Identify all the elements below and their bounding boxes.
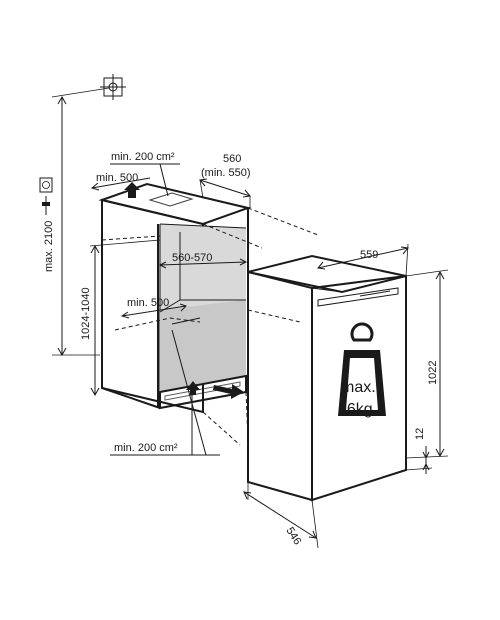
inner-depth-dimension: min. 500 bbox=[120, 297, 187, 319]
niche-width-dimension: 560 (min. 550) bbox=[199, 153, 251, 208]
max-height-label: max. 2100 bbox=[43, 221, 55, 272]
inner-width-label: 560-570 bbox=[172, 252, 212, 264]
inner-width-dimension: 560-570 bbox=[158, 252, 248, 269]
plinth-gap-label: 12 bbox=[414, 428, 426, 440]
top-depth-label: min. 500 bbox=[96, 172, 138, 184]
top-depth-dimension: min. 500 bbox=[90, 172, 151, 191]
niche-height-dimension: 1024-1040 bbox=[80, 239, 161, 397]
load-line1: max. bbox=[341, 379, 376, 396]
niche-width-label: 560 bbox=[223, 153, 241, 165]
appliance-width-dimension: 559 bbox=[317, 243, 409, 277]
water-connection-icon bbox=[100, 74, 126, 100]
weight-icon: max. 16kg bbox=[338, 322, 386, 418]
niche-height-label: 1024-1040 bbox=[80, 287, 92, 340]
appliance-height-dimension: 1022 bbox=[405, 269, 449, 459]
plinth-gap-dimension: 12 bbox=[405, 428, 433, 474]
bottom-vent-annotation: min. 200 cm² bbox=[110, 329, 244, 456]
top-vent-annotation: min. 200 cm² bbox=[110, 151, 180, 198]
niche-cabinet bbox=[98, 182, 252, 414]
inner-depth-label: min. 500 bbox=[127, 297, 169, 309]
top-vent-label: min. 200 cm² bbox=[111, 151, 175, 163]
load-line2: 16kg bbox=[338, 401, 373, 418]
power-socket-icon bbox=[39, 177, 53, 215]
niche-width-min-label: (min. 550) bbox=[201, 167, 251, 179]
max-height-dimension: max. 2100 bbox=[43, 87, 110, 357]
appliance-height-label: 1022 bbox=[427, 361, 439, 385]
bottom-vent-label: min. 200 cm² bbox=[114, 442, 178, 454]
